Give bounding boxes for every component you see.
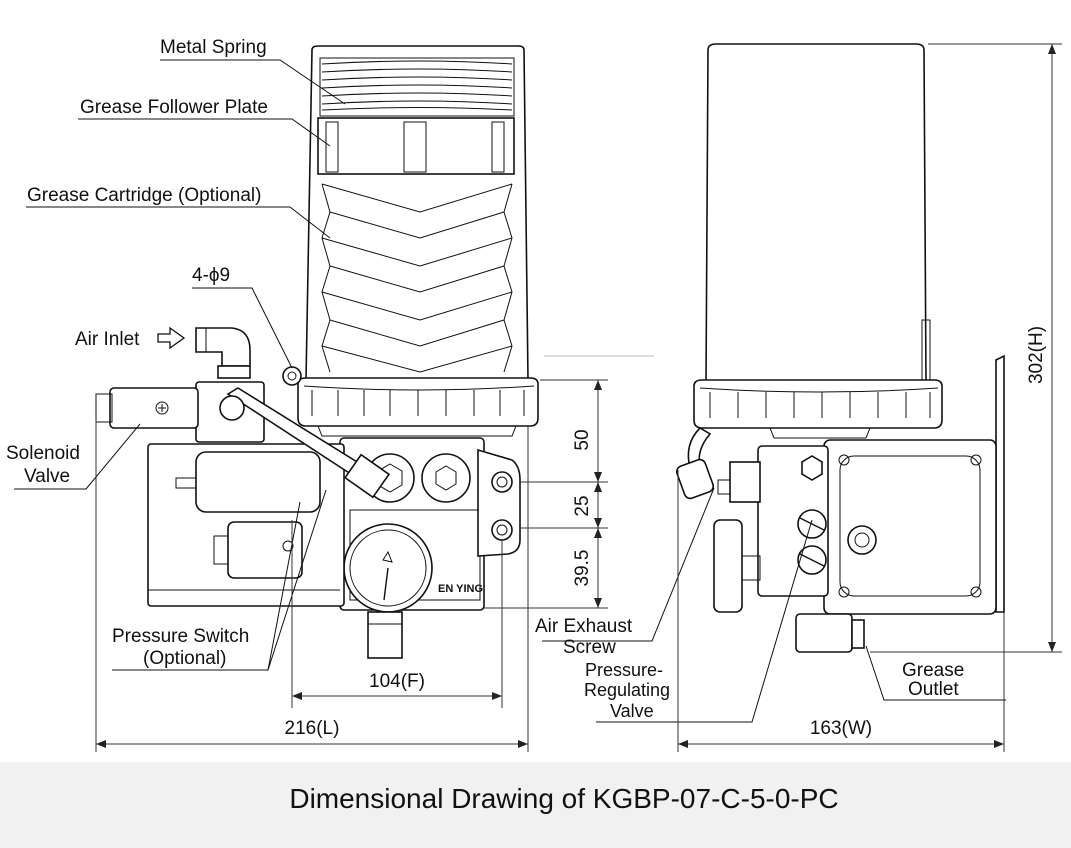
label-pressure-switch-line1: Pressure Switch [112, 626, 249, 647]
label-metal-spring: Metal Spring [160, 37, 267, 58]
label-holes: 4-ϕ9 [192, 265, 230, 286]
pressure-gauge [343, 523, 433, 613]
side-pump-body [675, 426, 865, 653]
leader-lines [14, 59, 1006, 723]
air-inlet-arrow-icon [157, 326, 186, 350]
label-grease-outlet-line1: Grease [902, 660, 964, 681]
label-air-inlet: Air Inlet [75, 329, 140, 350]
dim-25: 25 [572, 495, 593, 516]
dim-39-5: 39.5 [572, 550, 593, 587]
front-reservoir [297, 45, 539, 437]
junction-box [823, 439, 997, 615]
side-base-ring [693, 379, 943, 439]
drawing-caption: Dimensional Drawing of KGBP-07-C-5-0-PC [289, 783, 838, 814]
dim-216: 216(L) [285, 718, 340, 739]
label-air-exhaust-line2: Screw [563, 637, 616, 658]
dim-50: 50 [572, 429, 593, 450]
wall-plate [995, 354, 1005, 613]
brand-text: EN YING [438, 583, 483, 595]
dim-104: 104(F) [369, 671, 425, 692]
grease-cartridge [321, 183, 513, 373]
label-grease-outlet-line2: Outlet [908, 679, 959, 700]
label-air-exhaust-line1: Air Exhaust [535, 616, 633, 637]
front-base-ring [297, 377, 539, 437]
label-pressure-switch-line2: (Optional) [143, 648, 226, 669]
label-solenoid-line1: Solenoid [6, 443, 80, 464]
side-reservoir [705, 43, 931, 383]
side-view [675, 43, 1005, 653]
label-pressure-reg-line1: Pressure- [585, 660, 663, 680]
caption-band [0, 762, 1071, 848]
front-solenoid-valve [95, 381, 391, 499]
front-cylinder [147, 443, 345, 607]
dimension-lines [95, 43, 1062, 752]
dim-302: 302(H) [1026, 326, 1047, 384]
mount-hole [282, 366, 302, 386]
label-solenoid-line2: Valve [24, 466, 70, 487]
dim-163: 163(W) [810, 718, 872, 739]
front-pump-body: EN YING [339, 437, 521, 659]
label-pressure-reg-line3: Valve [610, 701, 654, 721]
front-view: EN YING [95, 45, 539, 659]
label-cartridge: Grease Cartridge (Optional) [27, 185, 261, 206]
label-pressure-reg-line2: Regulating [584, 680, 670, 700]
label-follower-plate: Grease Follower Plate [80, 97, 268, 118]
follower-plate [317, 117, 515, 175]
air-inlet-fitting [195, 327, 251, 379]
